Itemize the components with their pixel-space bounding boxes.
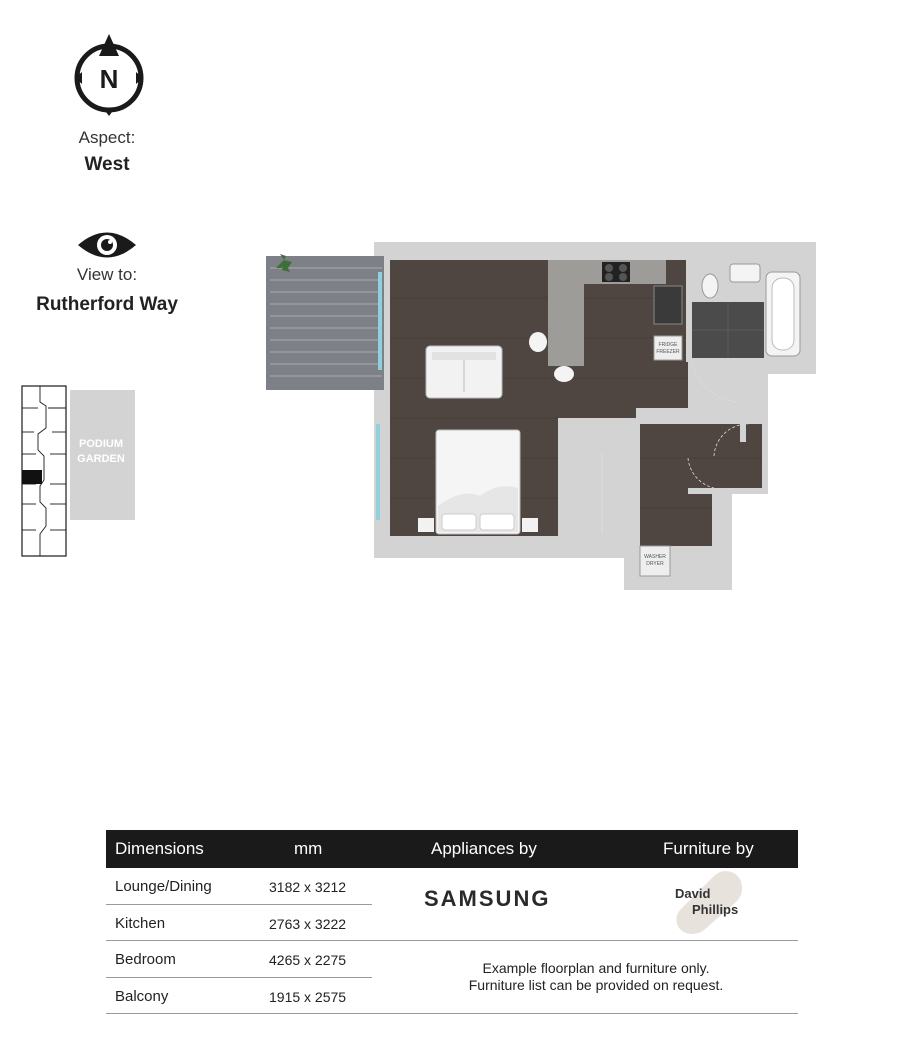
bedside-table [418,518,434,532]
room-name: Bedroom [115,951,176,968]
view-label: View to: [76,265,138,284]
table-row: Bedroom 4265 x 2275 [106,941,372,977]
disclaimer-line2: Furniture list can be provided on reques… [468,977,724,993]
header-furniture: Furniture by [663,839,754,858]
podium-label-line2: GARDEN [77,453,125,465]
david-phillips-logo-icon [676,871,742,934]
furniture-brand-line1: David [675,886,711,901]
plant-icon [276,254,292,272]
room-dimensions: 2763 x 3222 [269,916,347,932]
fridge-freezer [653,335,683,361]
room-name: Lounge/Dining [115,878,212,895]
key-plan-highlight [22,470,42,484]
header-mm: mm [294,839,323,858]
sink [653,285,683,325]
room-dimensions: 3182 x 3212 [269,879,347,895]
podium-garden-label: PODIUM GARDEN [70,437,132,467]
floorplan: FRIDGE FREEZER WASHER DRYER [266,242,816,590]
washer-label-line2: DRYER [646,561,664,567]
table-row: Balcony 1915 x 2575 [106,978,372,1014]
bedside-table [522,518,538,532]
row-divider [106,904,372,905]
washer-label-line1: WASHER [644,554,666,560]
specification-table: Dimensions mm Appliances by Furniture by… [106,830,798,1014]
room-name: Kitchen [115,915,166,932]
basin [729,263,761,283]
sofa [425,345,503,399]
stool [554,366,574,382]
header-appliances: Appliances by [431,839,537,858]
table-row: Lounge/Dining 3182 x 3212 [106,868,372,904]
fridge-label-line2: FREEZER [656,349,680,355]
balcony [266,256,384,390]
samsung-logo: SAMSUNG [424,886,551,911]
washer-dryer [639,545,671,577]
compass-letter: N [100,64,119,94]
stool [529,332,547,352]
hall-floor [640,424,762,546]
balcony-glazing [378,272,382,370]
room-dimensions: 1915 x 2575 [269,989,347,1005]
podium-label-line1: PODIUM [79,438,123,450]
room-name: Balcony [115,988,169,1005]
eye-icon [78,232,136,258]
table-row: Kitchen 2763 x 3222 [106,905,372,941]
disclaimer-line1: Example floorplan and furniture only. [482,960,710,976]
north-compass-icon: N [74,34,144,116]
row-divider [106,977,372,978]
kitchen-counter [548,260,584,366]
bedroom-glazing [376,424,380,520]
table-header: Dimensions mm Appliances by Furniture by [106,830,798,868]
table-bottom-rule [106,1013,798,1014]
room-dimensions: 4265 x 2275 [269,952,347,968]
aspect-value: West [84,154,130,175]
aspect-label: Aspect: [78,128,136,147]
view-value: Rutherford Way [36,294,178,315]
bed [435,429,521,535]
fridge-label-line1: FRIDGE [659,342,679,348]
header-dimensions: Dimensions [115,839,204,858]
key-plan [21,385,135,557]
toilet [701,273,719,299]
row-divider [106,940,798,941]
furniture-brand-line2: Phillips [692,902,739,917]
